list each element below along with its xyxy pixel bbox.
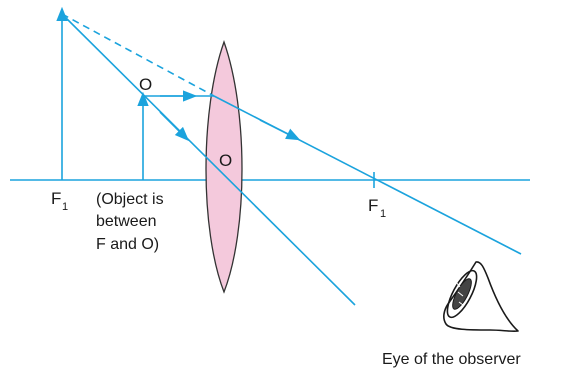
object-note-line-1: (Object is	[96, 191, 164, 208]
object-note-line-2: between	[96, 213, 157, 230]
optical-centre-label: O	[219, 151, 232, 170]
focus-left-subscript: 1	[62, 201, 68, 213]
ray-through-centre-arrow	[159, 111, 190, 142]
eye-caption: Eye of the observer	[382, 351, 521, 368]
ray-refracted	[213, 95, 522, 255]
focus-left-label: F	[51, 189, 61, 208]
virtual-extension-dashed	[61, 13, 215, 97]
ray-refracted-arrow	[259, 119, 301, 141]
convex-lens	[205, 40, 243, 294]
object-note-line-3: F and O)	[96, 236, 159, 253]
object-top-label: O	[139, 75, 152, 94]
ray-through-centre	[61, 13, 356, 306]
eye-icon	[443, 261, 519, 333]
focus-right-label: F	[368, 196, 378, 215]
focus-right-subscript: 1	[380, 208, 386, 220]
